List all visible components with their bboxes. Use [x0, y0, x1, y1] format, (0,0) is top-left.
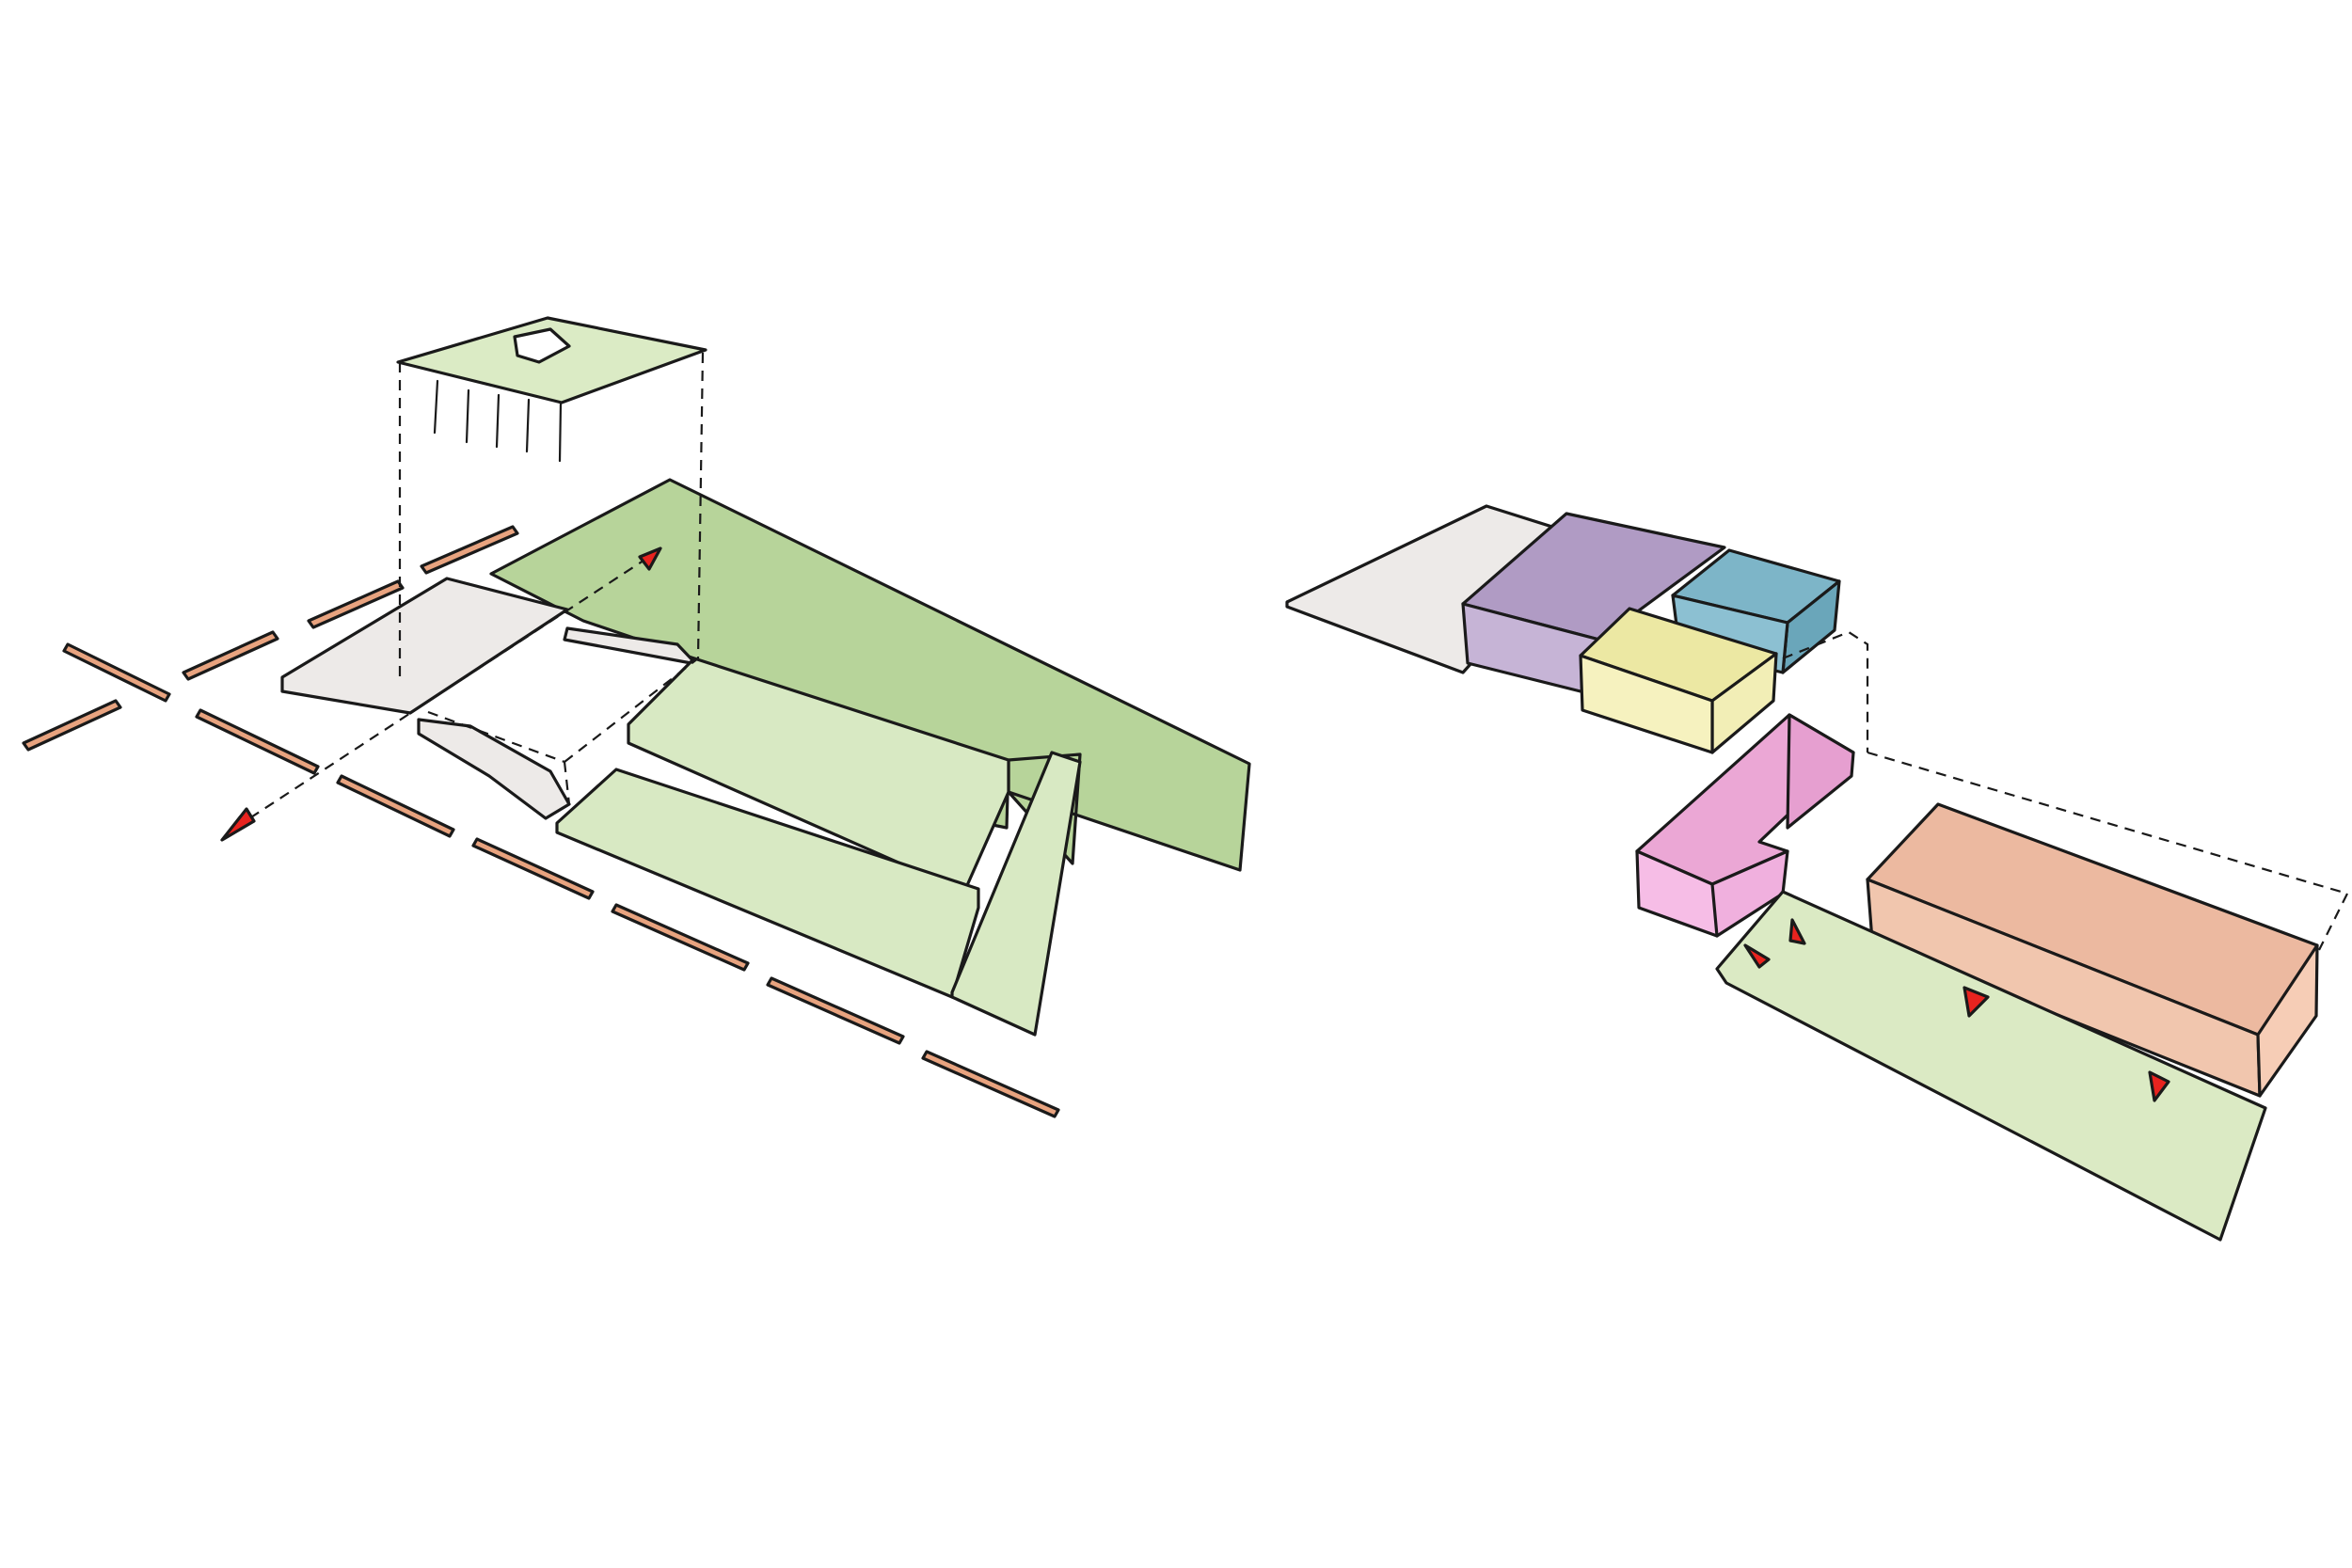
grey-plaza: [280, 577, 569, 715]
street-segment: [420, 525, 519, 575]
circulation-arrow: [220, 546, 662, 842]
building-massing-axonometric: [1285, 504, 2348, 1242]
yellow-block: [1579, 607, 1778, 754]
street-segment: [336, 774, 455, 838]
entrance-marker-icon: [1743, 943, 1771, 969]
grey-ramp: [417, 718, 571, 820]
arrow-head-icon: [220, 807, 256, 842]
light-green-plot: [950, 751, 1082, 1037]
block-side: [1786, 713, 1855, 830]
light-green-plot: [627, 657, 1010, 894]
roof-hangers: [433, 379, 563, 463]
purple-block: [1461, 512, 1726, 698]
entrance-marker-icon: [1788, 918, 1806, 945]
street-segment: [307, 579, 405, 629]
street-segment: [182, 630, 279, 681]
projection-lines: [1782, 630, 2348, 951]
street-segment: [471, 837, 595, 900]
salmon-block: [1866, 802, 2319, 1098]
block-side: [2256, 943, 2319, 1098]
entrance-marker-icon: [1963, 986, 1990, 1018]
roof-opening: [513, 327, 571, 364]
street-segment: [22, 699, 122, 752]
roof-plate: [396, 316, 707, 404]
projection-lines: [398, 352, 705, 805]
light-green-plot: [555, 768, 980, 999]
green-strip: [1715, 890, 2267, 1242]
pink-block: [1635, 713, 1855, 938]
block-front: [1579, 654, 1714, 754]
entrance-markers: [1743, 918, 2170, 1102]
site-plan-axonometric: [22, 316, 1251, 1118]
street-segment: [611, 903, 750, 972]
street-segment: [195, 708, 320, 775]
raised-green-roof: [396, 316, 707, 463]
street-segments: [22, 525, 1060, 1118]
street-segment: [62, 642, 171, 703]
entrance-marker-icon: [2148, 1070, 2170, 1102]
street-segment: [766, 976, 905, 1045]
arrow-head-icon: [638, 546, 662, 571]
street-segment: [921, 1050, 1060, 1118]
